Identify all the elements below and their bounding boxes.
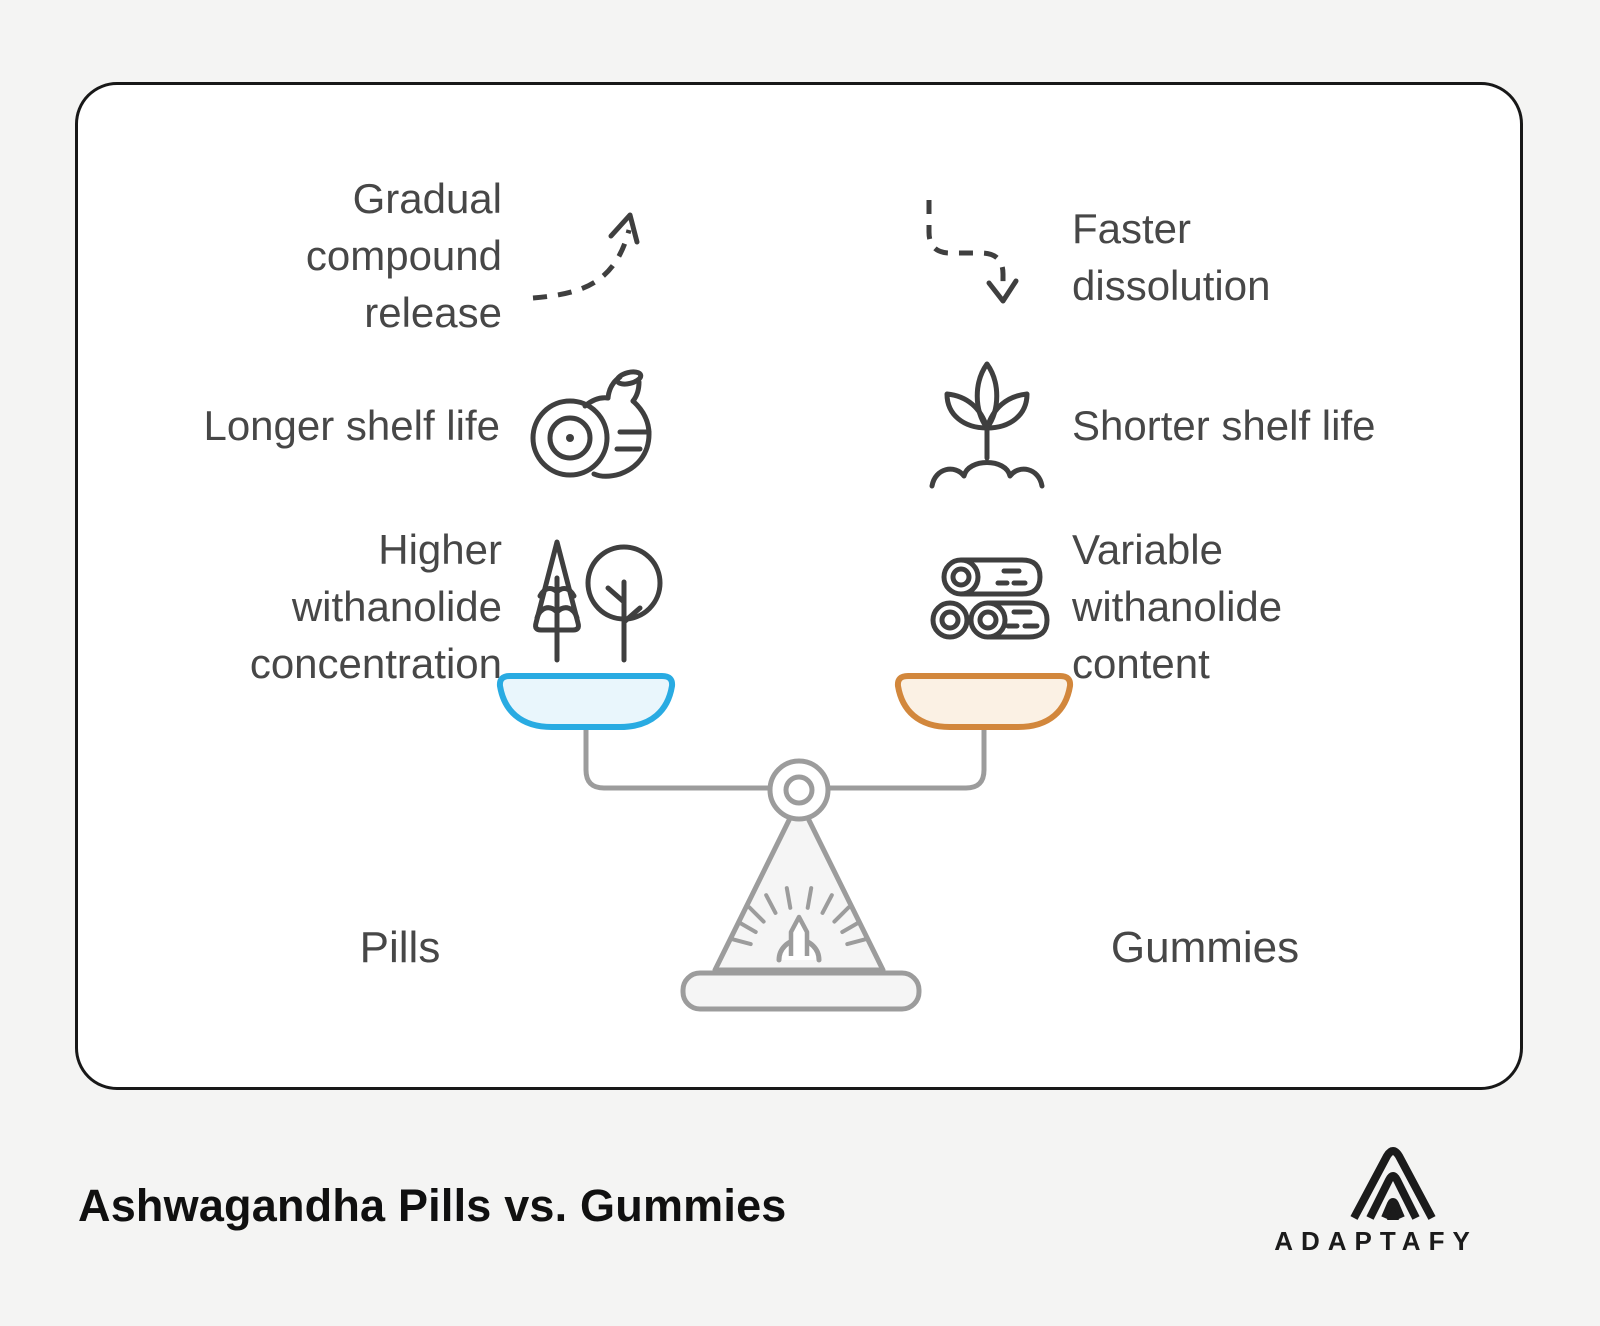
sprouting-plant-icon (929, 361, 1045, 489)
feature-gradual-compound-release: Gradual compound release (160, 170, 502, 341)
gummies-label: Gummies (1110, 923, 1300, 972)
feature-line: concentration (249, 640, 502, 687)
brand-name: ADAPTAFY (1274, 1226, 1478, 1256)
feature-line: compound (305, 232, 502, 279)
feature-variable-withanolide: Variable withanolide content (1072, 521, 1432, 692)
scale-gauge-icon (729, 886, 869, 963)
feature-line: Gradual (352, 175, 502, 222)
feature-line: withanolide (1072, 583, 1283, 630)
feature-line: release (364, 289, 502, 336)
scale-pivot-hub (783, 774, 815, 806)
log-icon (530, 369, 652, 479)
scale-stand (712, 797, 886, 973)
feature-line: Higher (378, 526, 502, 573)
dashed-curve-down-arrow-icon (926, 200, 1019, 304)
feature-line: Longer shelf life (203, 402, 500, 449)
feature-higher-withanolide: Higher withanolide concentration (160, 521, 502, 692)
feature-line: Variable (1072, 526, 1223, 573)
feature-faster-dissolution: Faster dissolution (1072, 200, 1432, 314)
adaptafy-mountain-logo-icon (1350, 1147, 1436, 1220)
pine-and-round-trees-icon (533, 539, 663, 663)
feature-line: dissolution (1072, 262, 1271, 309)
scale-base (680, 970, 922, 1012)
page-title: Ashwagandha Pills vs. Gummies (78, 1180, 787, 1231)
feature-line: withanolide (291, 583, 502, 630)
feature-line: content (1072, 640, 1210, 687)
dashed-curve-up-arrow-icon (532, 212, 640, 301)
stacked-logs-icon (930, 557, 1050, 640)
pills-label: Pills (359, 923, 441, 972)
feature-line: Faster (1072, 205, 1192, 252)
feature-shorter-shelf-life: Shorter shelf life (1072, 397, 1472, 454)
pills-pan (496, 673, 676, 730)
feature-line: Shorter shelf life (1072, 402, 1376, 449)
feature-longer-shelf-life: Longer shelf life (158, 397, 500, 454)
balance-scale (496, 673, 1074, 1012)
gummies-pan (894, 673, 1074, 730)
